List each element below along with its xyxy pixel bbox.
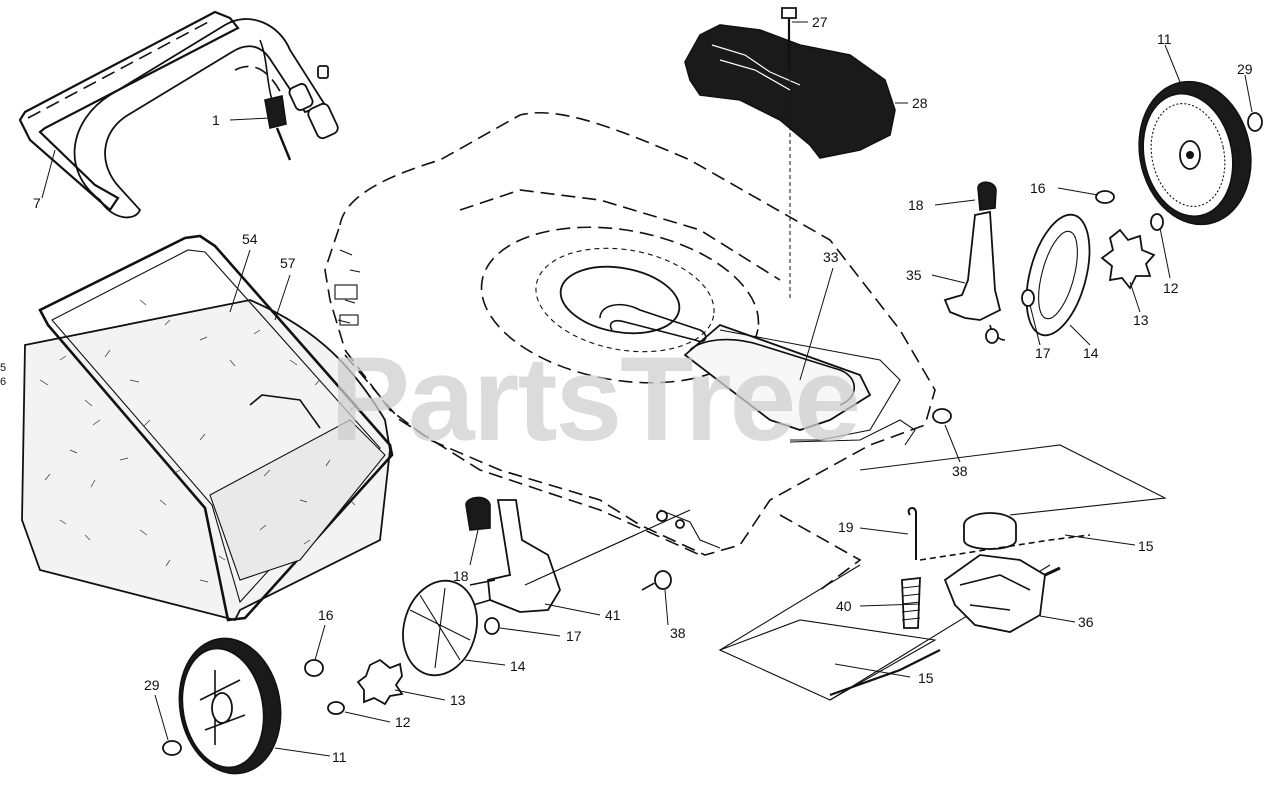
callout-12-right: 12 (1163, 280, 1179, 296)
callout-15-upper: 15 (1138, 538, 1154, 554)
callout-13-right: 13 (1133, 312, 1149, 328)
callout-19: 19 (838, 519, 854, 535)
bag-texture (39, 299, 357, 583)
handle-assembly (18, 10, 339, 219)
rear-right-wheel (1095, 80, 1263, 231)
callout-14-left: 14 (510, 658, 526, 674)
callout-16-left: 16 (318, 607, 334, 623)
callout-17-right: 17 (1035, 345, 1051, 361)
left-height-adjuster (304, 496, 691, 715)
drive-bracket (599, 303, 916, 446)
callout-35: 35 (906, 267, 922, 283)
right-height-adjuster (932, 181, 1156, 424)
front-left-wheel (162, 637, 282, 775)
callout-38-left: 38 (670, 625, 686, 641)
callout-57: 57 (280, 255, 296, 271)
engine-cover (684, 7, 896, 300)
callout-12-left: 12 (395, 714, 411, 730)
callout-54: 54 (242, 231, 258, 247)
callout-41: 41 (605, 607, 621, 623)
callout-labels: 1 7 27 28 11 29 16 18 12 35 33 13 17 14 … (0, 14, 1253, 765)
callout-29-right: 29 (1237, 61, 1253, 77)
transmission-assembly (718, 444, 1167, 701)
callout-40: 40 (836, 598, 852, 614)
edge-mark-a: 5 (0, 362, 6, 374)
mower-deck (324, 111, 936, 591)
callout-14-right: 14 (1083, 345, 1099, 361)
callout-29-left: 29 (144, 677, 160, 693)
callout-38-right: 38 (952, 463, 968, 479)
grass-catcher (21, 234, 394, 622)
callout-1: 1 (212, 112, 220, 128)
callout-36: 36 (1078, 614, 1094, 630)
callout-11-left: 11 (332, 749, 347, 765)
callout-27: 27 (812, 14, 828, 30)
callout-15-lower: 15 (918, 670, 934, 686)
callout-18-left: 18 (453, 568, 469, 584)
watermark-text: PartsTree (330, 332, 859, 466)
callout-28: 28 (912, 95, 928, 111)
callout-17-left: 17 (566, 628, 582, 644)
callout-11-right: 11 (1157, 31, 1172, 47)
edge-mark-b: 6 (0, 376, 6, 388)
callout-33: 33 (823, 249, 839, 265)
leader-lines (41, 21, 1253, 757)
callout-13-left: 13 (450, 692, 466, 708)
callout-16-right: 16 (1030, 180, 1046, 196)
callout-7: 7 (33, 195, 41, 211)
callout-18-right: 18 (908, 197, 924, 213)
